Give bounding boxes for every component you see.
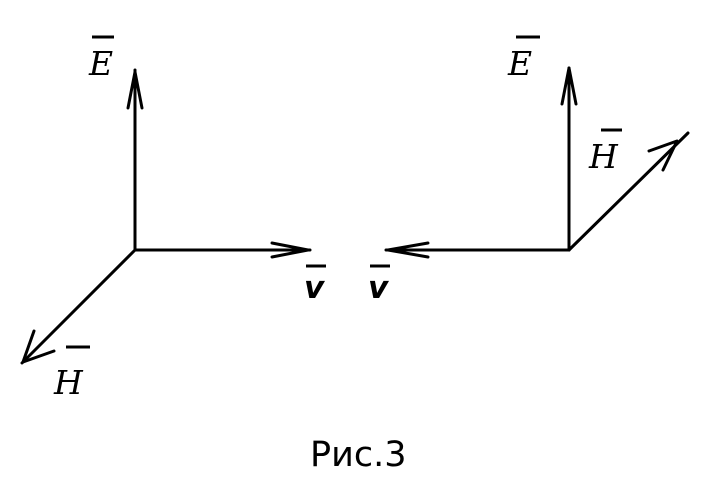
- figure-caption: Рис.3: [310, 435, 407, 475]
- left-v-label: v: [304, 264, 326, 306]
- left-vector-system: E H v: [20, 35, 326, 402]
- left-h-label: H: [53, 345, 90, 402]
- right-h-vector: [567, 131, 690, 252]
- right-v-label: v: [368, 264, 390, 306]
- right-h-label: H: [588, 128, 622, 176]
- svg-text:E: E: [88, 44, 113, 83]
- svg-text:H: H: [53, 363, 84, 402]
- svg-text:E: E: [507, 44, 532, 83]
- left-v-vector: [133, 241, 312, 259]
- left-e-vector: [126, 68, 144, 252]
- svg-text:H: H: [588, 137, 619, 176]
- left-e-label: E: [88, 35, 114, 83]
- svg-text:v: v: [304, 270, 326, 306]
- right-v-vector: [384, 241, 571, 259]
- left-h-vector: [20, 248, 137, 365]
- right-e-vector: [560, 66, 578, 252]
- svg-text:v: v: [368, 270, 390, 306]
- right-e-label: E: [507, 35, 540, 83]
- right-vector-system: E H v: [368, 35, 690, 306]
